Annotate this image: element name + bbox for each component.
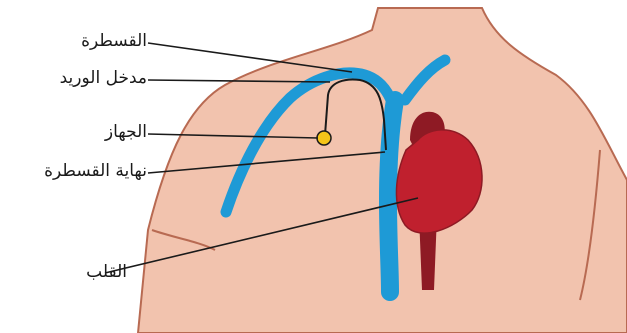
label-catheter: القسطرة [81,33,147,50]
label-vein-entry: مدخل الوريد [60,70,147,87]
device-icon [317,131,331,145]
label-catheter-tip: نهاية القسطرة [44,163,147,180]
label-device: الجهاز [105,124,147,141]
superior-vena-cava [388,100,395,292]
label-heart: القلب [86,264,127,281]
